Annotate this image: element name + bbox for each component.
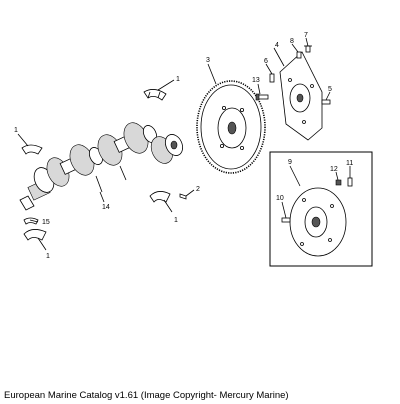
bolt-13 <box>255 93 269 101</box>
bolt-10 <box>281 217 291 223</box>
thrust-washer <box>23 217 39 225</box>
callout-3: 3 <box>206 57 210 64</box>
callout-1-left: 1 <box>14 127 18 134</box>
leader-lines <box>17 37 351 251</box>
bolt-6 <box>269 73 275 83</box>
callout-8: 8 <box>290 38 294 45</box>
bolt-8 <box>296 51 302 59</box>
dowel-pin <box>179 193 187 200</box>
main-bearing-left <box>21 144 43 155</box>
coupler-plate <box>289 187 347 257</box>
flywheel <box>196 80 266 174</box>
nut-12 <box>335 179 342 186</box>
callout-13: 13 <box>252 77 260 84</box>
main-bearing-middle <box>149 191 171 203</box>
bolt-11 <box>347 177 353 187</box>
callout-15: 15 <box>42 219 50 226</box>
callout-6: 6 <box>264 58 268 65</box>
callout-9: 9 <box>288 159 292 166</box>
bolt-7 <box>304 45 312 53</box>
callout-11: 11 <box>346 160 353 167</box>
parts-diagram: 1 1 1 1 2 3 4 5 6 7 8 9 10 11 12 13 14 1… <box>14 32 373 267</box>
callout-4: 4 <box>275 42 279 49</box>
inset-frame <box>269 151 373 267</box>
callout-14: 14 <box>102 204 110 211</box>
crankshaft <box>19 122 184 211</box>
callout-12: 12 <box>330 166 338 173</box>
callout-7: 7 <box>304 32 308 39</box>
callout-10: 10 <box>276 195 284 202</box>
callout-5: 5 <box>328 86 332 93</box>
callout-1-middle: 1 <box>174 217 178 224</box>
callout-2: 2 <box>196 186 200 193</box>
callout-1-bottom: 1 <box>46 253 50 260</box>
callout-1-top: 1 <box>176 76 180 83</box>
catalog-caption: European Marine Catalog v1.61 (Image Cop… <box>4 390 289 401</box>
bolt-5 <box>321 99 331 105</box>
main-bearing-bottom <box>23 229 47 241</box>
main-bearing-top <box>143 89 167 101</box>
drive-plate <box>279 51 323 141</box>
